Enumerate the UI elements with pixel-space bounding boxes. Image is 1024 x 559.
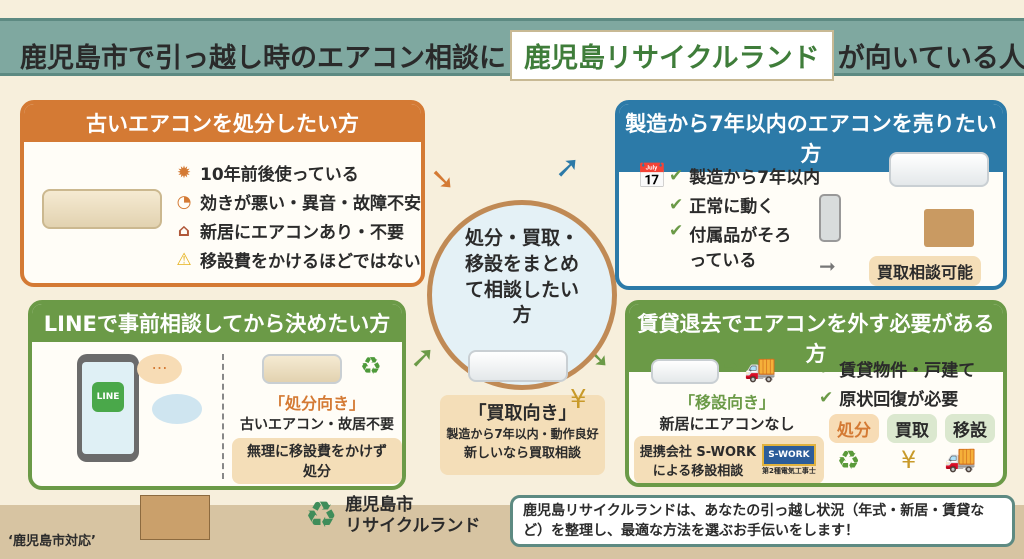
note: 無理に移設費をかけず処分 xyxy=(232,438,402,484)
item-text: 正常に動く xyxy=(689,197,775,217)
page-title: 鹿児島市で引っ越し時のエアコン相談に 鹿児島リサイクルランド が向いている人 xyxy=(20,30,1024,81)
result-badge: 買取相談可能 xyxy=(869,256,982,286)
old-aircon-image xyxy=(262,354,342,384)
arrow-icon: ➘ xyxy=(430,162,456,197)
item-text: 10年前後使っている xyxy=(200,165,359,185)
arrow-icon: ➡ xyxy=(724,356,738,375)
house-icon: ⌂ xyxy=(177,220,191,241)
suitability-tag: 「買取向き」 xyxy=(468,403,577,424)
item-text: 製造から7年以内 xyxy=(689,168,821,188)
list-item: ✔製造から7年以内 xyxy=(669,163,821,189)
box-header: LINEで事前相談してから決めたい方 xyxy=(32,304,402,342)
aircon-image xyxy=(468,350,568,382)
logo-line2: リサイクルランド xyxy=(345,515,481,536)
tag-description: 製造から7年以内・動作良好 xyxy=(446,427,599,441)
suitability-tag: 「移設向き」 xyxy=(678,393,775,412)
list-item: ◔ 効きが悪い・異音・故障不安 xyxy=(174,189,421,215)
rental-box: 賃貸退去でエアコンを外す必要がある方 ➡ 🚚 「移設向き」 新居にエアコンなし … xyxy=(625,300,1007,487)
aircon-image xyxy=(651,359,719,384)
sell-box: 製造から7年以内のエアコンを売りたい方 📅 ✔製造から7年以内 ✔正常に動く ✔… xyxy=(615,100,1007,290)
line-consult-box: LINEで事前相談してから決めたい方 LINE … ♻ 「処分向き」 古いエアコ… xyxy=(28,300,406,490)
partner-text: 提携会社 S-WORK による移設相談 xyxy=(639,445,757,479)
box-header: 古いエアコンを処分したい方 xyxy=(24,104,421,142)
arrow-icon: ➚ xyxy=(410,340,436,375)
item-text: 新居にエアコンあり・不要 xyxy=(200,223,404,243)
list-item: ✔正常に動く xyxy=(669,192,820,218)
truck-icon: 🚚 xyxy=(744,354,777,384)
old-aircon-image xyxy=(42,189,162,229)
license-caption: 第2種電気工事士 xyxy=(762,467,816,475)
title-text: 鹿児島市で引っ越し時のエアコン相談に xyxy=(20,43,506,74)
partner-box: 提携会社 S-WORK による移設相談 S-WORK 第2種電気工事士 xyxy=(634,436,824,483)
list-item: ⚠ 移設費をかけるほどではない xyxy=(174,247,421,273)
truck-icon: 🚚 xyxy=(944,444,977,474)
box-icon xyxy=(924,209,974,247)
recycle-icon: ♻ xyxy=(837,446,861,476)
money-bag-icon: ¥ xyxy=(901,446,917,474)
item-text: 付属品がそろっている xyxy=(689,226,792,271)
logo-line1: 鹿児島市 xyxy=(345,495,414,516)
gauge-icon: ◔ xyxy=(176,191,192,212)
list-item: ✹ 10年前後使っている xyxy=(174,160,421,186)
chat-bubble-icon: … xyxy=(137,354,182,384)
arrow-icon: ➞ xyxy=(819,254,836,278)
option-dispose: 処分 xyxy=(829,414,879,443)
check-icon: ✔ xyxy=(669,165,684,186)
option-relocate: 移設 xyxy=(945,414,995,443)
gear-burst-icon: ✹ xyxy=(176,162,192,183)
suitability-tag: 「処分向き」 xyxy=(268,394,365,413)
tag-description: 新しいなら買取相談 xyxy=(463,446,581,461)
item-text: 移設費をかけるほどではない xyxy=(200,252,421,272)
remote-icon xyxy=(819,194,841,242)
option-buy: 買取 xyxy=(887,414,937,443)
calendar-icon: 📅 xyxy=(637,162,667,190)
check-icon: ✔ xyxy=(669,221,684,241)
tag-description: 新居にエアコンなし xyxy=(659,415,795,433)
aircon-image xyxy=(889,152,989,187)
list-item: ✔原状回復が必要 xyxy=(819,385,975,411)
check-icon: ✔ xyxy=(819,358,834,379)
title-highlight: 鹿児島リサイクルランド xyxy=(510,30,834,81)
center-text: 処分・買取・移設をまとめて相談したい方 xyxy=(464,227,579,327)
line-app-icon: LINE xyxy=(92,382,124,412)
area-note: ‘鹿児島市対応’ xyxy=(8,534,96,549)
list-item: ⌂ 新居にエアコンあり・不要 xyxy=(174,218,421,244)
company-logo: ♻ 鹿児島市 リサイクルランド xyxy=(305,495,480,536)
divider xyxy=(222,354,224,479)
arrow-icon: ➚ xyxy=(555,150,581,185)
box-header: 賃貸退去でエアコンを外す必要がある方 xyxy=(629,304,1003,372)
s-work-logo: S-WORK xyxy=(762,444,816,466)
check-icon: ✔ xyxy=(819,387,834,408)
check-icon: ✔ xyxy=(669,194,684,215)
buy-box: 「買取向き」 製造から7年以内・動作良好 新しいなら買取相談 xyxy=(440,395,605,475)
list-item: ✔付属品がそろっている xyxy=(669,221,820,271)
closing-message: 鹿児島リサイクルランドは、あなたの引っ越し状況（年式・新居・賃貸など）を整理し、… xyxy=(510,495,1015,547)
money-bag-icon: ¥ xyxy=(570,385,587,415)
list-item: ✔賃貸物件・戸建て xyxy=(819,356,976,382)
tag-description: 古いエアコン・故居不要 xyxy=(240,417,394,433)
old-aircon-box: 古いエアコンを処分したい方 ✹ 10年前後使っている ◔ 効きが悪い・異音・故障不安… xyxy=(20,100,425,287)
chat-bubble-icon xyxy=(152,394,202,424)
boxes-image xyxy=(140,495,210,540)
item-text: 賃貸物件・戸建て xyxy=(839,361,976,381)
item-text: 原状回復が必要 xyxy=(839,390,959,410)
recycle-bin-icon: ♻ xyxy=(360,352,382,380)
warning-icon: ⚠ xyxy=(176,249,192,270)
phone-image: LINE xyxy=(77,354,139,462)
title-text-end: が向いている人 xyxy=(837,43,1024,74)
recycle-logo-icon: ♻ xyxy=(305,495,338,536)
item-text: 効きが悪い・異音・故障不安 xyxy=(200,194,421,214)
